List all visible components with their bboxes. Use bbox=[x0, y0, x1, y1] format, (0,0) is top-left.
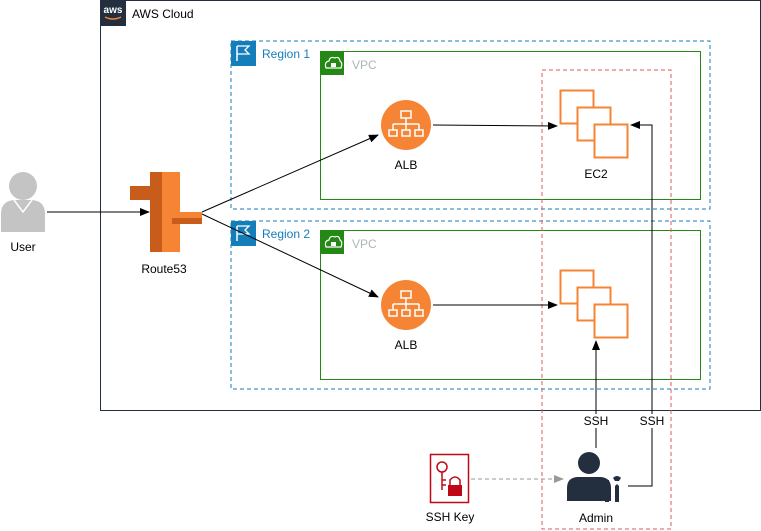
vpc-1-label: VPC bbox=[352, 58, 377, 72]
vpc-2-border bbox=[320, 230, 701, 380]
region-2-group: Region 2 VPC bbox=[230, 220, 711, 390]
vpc-cloud-icon bbox=[320, 230, 344, 254]
ec2-instances-icon bbox=[559, 269, 629, 339]
region-2-border bbox=[230, 220, 711, 390]
load-balancer-icon bbox=[381, 100, 431, 150]
aws-cloud-group: aws AWS Cloud bbox=[100, 0, 761, 411]
user-icon bbox=[1, 172, 45, 232]
connectors bbox=[47, 121, 653, 487]
ec2-node: EC2 bbox=[559, 89, 629, 181]
route53-to-alb2-arrow bbox=[201, 213, 379, 298]
admin-label: Admin bbox=[579, 511, 613, 525]
aws-logo-text: aws bbox=[104, 5, 123, 16]
load-balancer-icon bbox=[381, 280, 431, 330]
vpc-1-border bbox=[320, 51, 701, 200]
flag-icon bbox=[231, 41, 256, 66]
alb-1-label: ALB bbox=[395, 158, 418, 172]
ssh-label-1: SSH bbox=[584, 414, 609, 428]
ssh-key-node: SSH Key bbox=[426, 453, 475, 524]
ec2-label: EC2 bbox=[584, 167, 608, 181]
alb-node: ALB bbox=[381, 100, 431, 172]
aws-cloud-border bbox=[100, 0, 761, 411]
user-label: User bbox=[10, 240, 35, 254]
aws-cloud-label: AWS Cloud bbox=[132, 7, 194, 21]
ssh-key-label: SSH Key bbox=[426, 510, 475, 524]
admin-node: Admin bbox=[567, 452, 621, 525]
route53-icon bbox=[130, 172, 202, 252]
ssh-label-2: SSH bbox=[640, 414, 665, 428]
ec2-instances-icon bbox=[559, 89, 629, 159]
region-1-label: Region 1 bbox=[262, 47, 310, 61]
vpc-2-label: VPC bbox=[352, 237, 377, 251]
alb1-to-ec2-arrow bbox=[432, 121, 558, 130]
route53-label: Route53 bbox=[141, 262, 187, 276]
alb-2-label: ALB bbox=[395, 338, 418, 352]
region-2-label: Region 2 bbox=[262, 227, 310, 241]
wrench-icon bbox=[605, 476, 621, 502]
route53-to-alb1-arrow bbox=[201, 134, 379, 213]
ec2-node bbox=[559, 269, 629, 339]
admin-access-boundary bbox=[541, 69, 672, 530]
aws-logo-icon: aws bbox=[100, 0, 126, 26]
vpc-cloud-icon bbox=[320, 51, 344, 75]
key-lock-icon bbox=[429, 453, 470, 504]
region-1-border bbox=[230, 40, 711, 210]
admin-to-ec2-1-ssh-arrow bbox=[628, 121, 653, 487]
alb-node: ALB bbox=[381, 280, 431, 352]
user-node: User bbox=[1, 172, 45, 254]
region-1-group: Region 1 VPC bbox=[230, 40, 711, 210]
admin-user-icon bbox=[567, 452, 611, 501]
route53-node: Route53 bbox=[130, 172, 202, 276]
